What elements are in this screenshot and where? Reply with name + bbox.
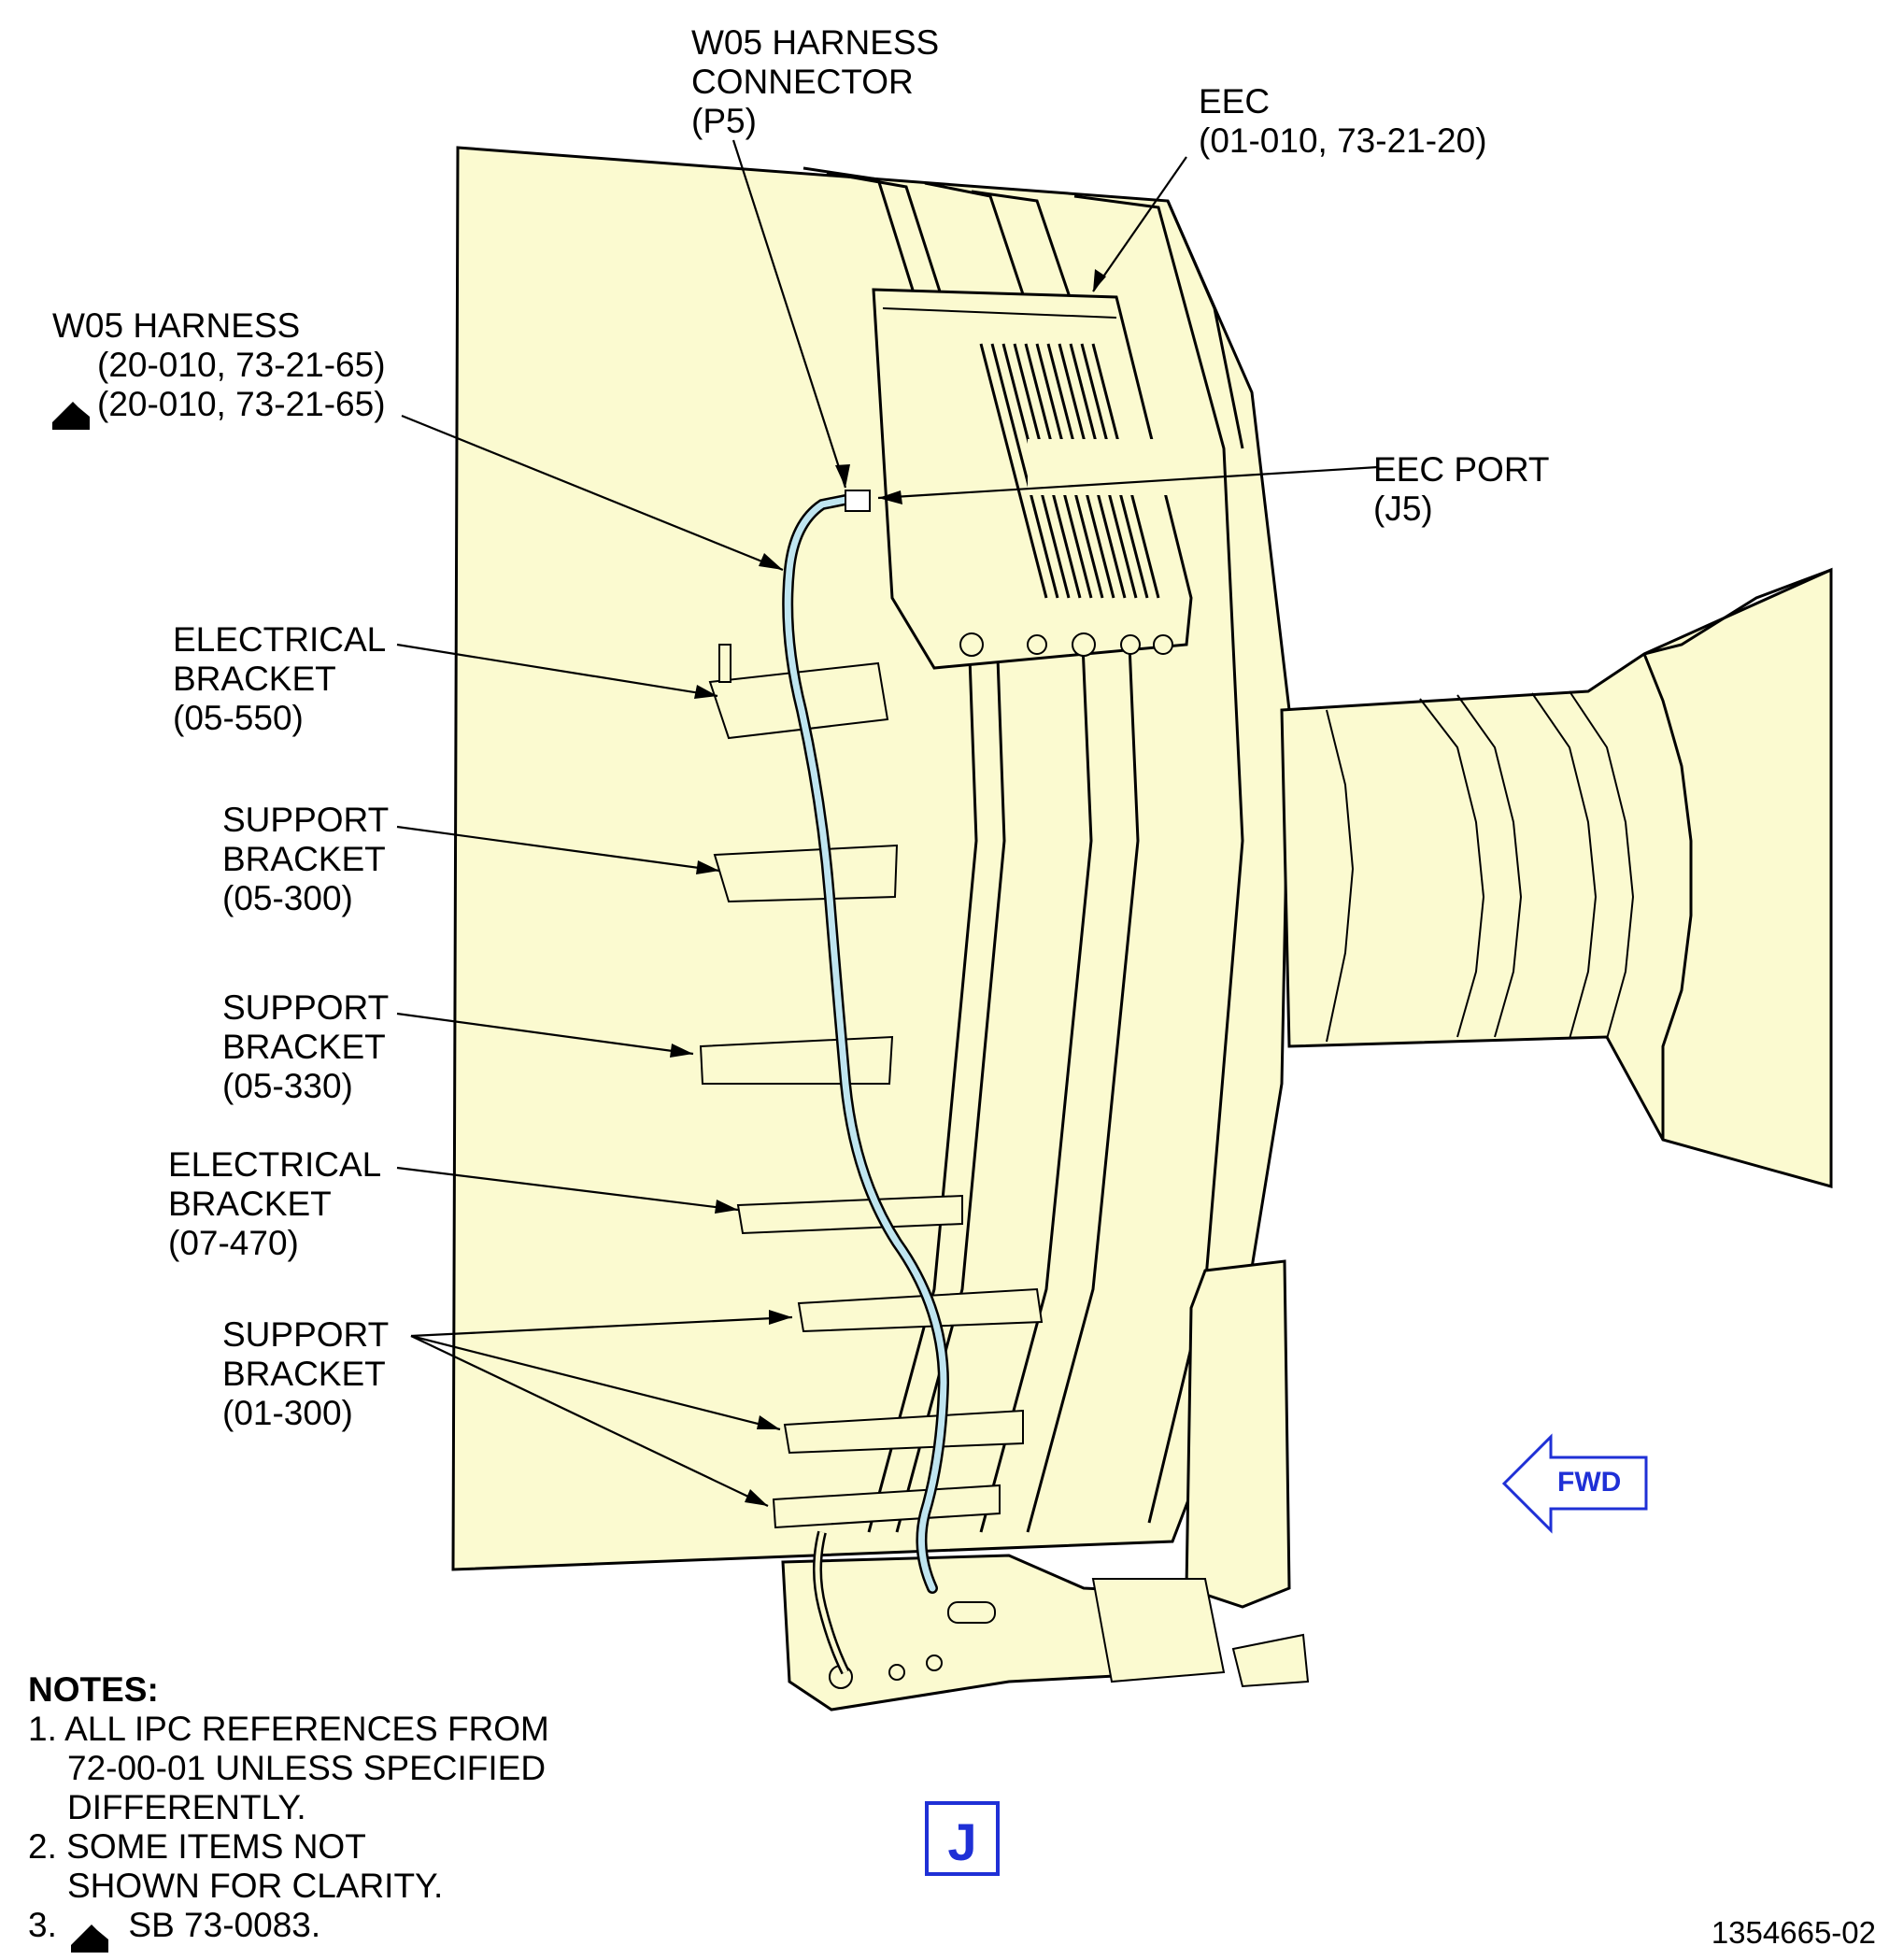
exhaust-section xyxy=(1280,567,1833,1188)
view-label: J xyxy=(925,1801,1000,1876)
figure-number: 1354665-02 xyxy=(1711,1915,1876,1950)
label-support-bracket-05-300: SUPPORT BRACKET (05-300) xyxy=(222,801,390,917)
p5-connector xyxy=(845,490,871,512)
note-1-line-2: 72-00-01 UNLESS SPECIFIED xyxy=(67,1749,547,1787)
bracket-05-300 xyxy=(713,844,899,903)
bracket-07-470 xyxy=(736,1194,963,1235)
note-1-line-3: DIFFERENTLY. xyxy=(67,1788,306,1826)
note-3-text: SB 73-0083. xyxy=(128,1906,321,1944)
label-eec: EEC (01-010, 73-21-20) xyxy=(1199,82,1487,160)
note-3-number: 3. xyxy=(28,1906,57,1944)
fwd-label: FWD xyxy=(1557,1467,1622,1498)
label-eec-port: EEC PORT (J5) xyxy=(1373,450,1550,528)
label-support-bracket-01-300: SUPPORT BRACKET (01-300) xyxy=(222,1315,390,1432)
leader-lines xyxy=(396,139,1379,1507)
note-1-line-1: 1. ALL IPC REFERENCES FROM xyxy=(28,1710,549,1748)
note-2-line-2: SHOWN FOR CLARITY. xyxy=(67,1867,444,1905)
eec-unit xyxy=(872,288,1193,670)
label-w05-harness: W05 HARNESS (20-010, 73-21-65) (20-010, … xyxy=(52,306,386,423)
label-support-bracket-05-330: SUPPORT BRACKET (05-330) xyxy=(222,988,390,1105)
bracket-01-300-a xyxy=(797,1287,1044,1333)
note-2-line-1: 2. SOME ITEMS NOT xyxy=(28,1827,366,1866)
fwd-arrow xyxy=(1501,1433,1648,1534)
label-electrical-bracket-05-550: ELECTRICAL BRACKET (05-550) xyxy=(173,620,387,737)
leader-arrowheads xyxy=(670,269,1106,1506)
bracket-05-330 xyxy=(699,1035,894,1085)
accessory-block xyxy=(1185,1259,1291,1609)
bracket-01-300-c xyxy=(772,1484,1001,1529)
note-3: 3. SB 73-0083. xyxy=(28,1906,549,1945)
notes-block: NOTES: 1. ALL IPC REFERENCES FROM 72-00-… xyxy=(28,1670,549,1945)
notes-title: NOTES: xyxy=(28,1670,159,1709)
effectivity-badge-harness xyxy=(52,402,90,430)
label-w05-harness-connector: W05 HARNESS CONNECTOR (P5) xyxy=(691,23,940,140)
label-electrical-bracket-07-470: ELECTRICAL BRACKET (07-470) xyxy=(168,1145,382,1262)
effectivity-badge-note xyxy=(71,1924,108,1953)
